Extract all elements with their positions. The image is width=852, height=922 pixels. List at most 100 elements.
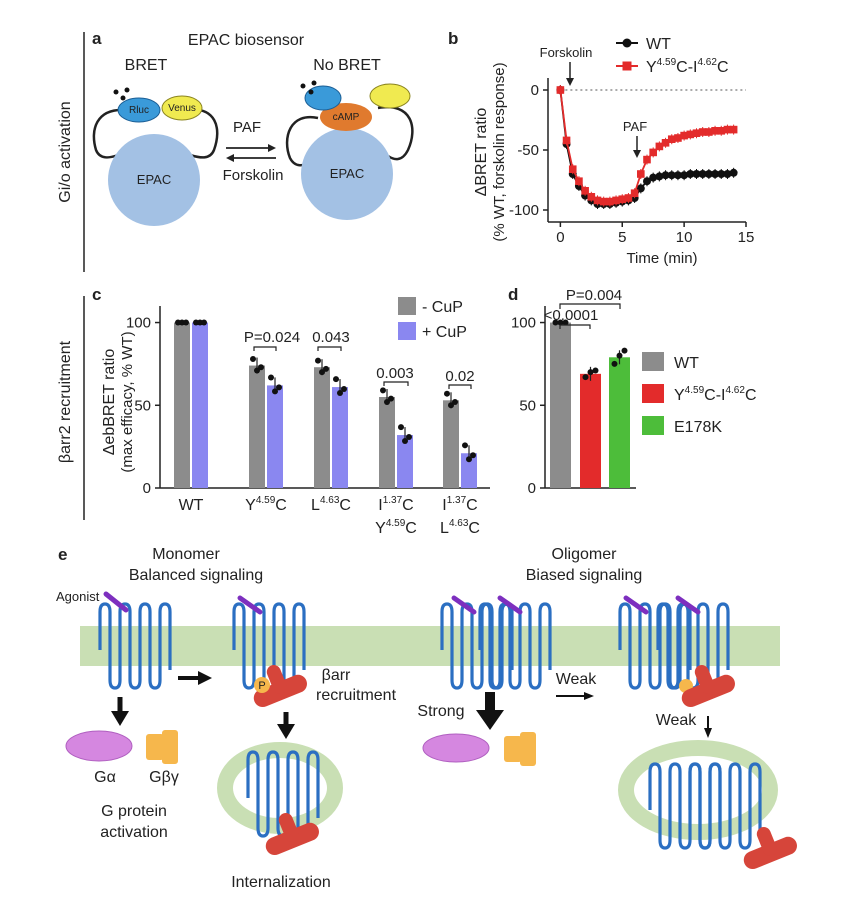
b-point-wt [723, 170, 732, 178]
c-dot [448, 402, 454, 409]
epac-domain-right [301, 128, 393, 220]
epac-biosensor-title: EPAC biosensor [188, 32, 305, 49]
bracket-i137c-y459c [383, 381, 409, 386]
bracket-e178k [559, 303, 621, 309]
epac-right-label: EPAC [330, 166, 364, 181]
legend-d-wt-swatch [642, 352, 664, 371]
legend-d-mut-swatch [642, 384, 664, 403]
legend-d-e178k-swatch [642, 416, 664, 435]
cat-i137c-1: I1.37C [378, 495, 413, 514]
legend-mut-marker [622, 61, 632, 71]
b-point-wt [692, 170, 701, 178]
substrate-dot-6 [311, 80, 317, 86]
cat-y459c: Y4.59C [245, 495, 287, 514]
oligomer-title: Oligomer [552, 546, 618, 563]
panel-c-letter: c [92, 285, 101, 304]
panel-c-plot [174, 319, 477, 488]
b-point-wt [655, 172, 664, 181]
b-point-mut [637, 170, 645, 178]
bracket-mut [559, 324, 591, 329]
paf-label: PAF [233, 119, 261, 136]
venus-domain [161, 95, 203, 121]
c-dot [323, 365, 329, 372]
forskolin-label: Forskolin [223, 167, 284, 184]
monomer-title: Monomer [152, 546, 220, 563]
d-bar-1 [580, 373, 601, 488]
b-point-wt [729, 168, 738, 177]
phospho-label: P [258, 680, 265, 692]
b-point-mut [723, 125, 732, 134]
legend-wt-label: WT [646, 36, 671, 53]
b-point-mut [606, 197, 614, 206]
b-point-wt [673, 171, 682, 180]
c-bar-plus [332, 387, 348, 488]
substrate-dot-2 [120, 95, 126, 101]
panel-b-plot [556, 85, 738, 209]
no-bret-label: No BRET [313, 57, 381, 74]
c-dot [201, 319, 207, 326]
weak-label-2: Weak [656, 712, 698, 729]
arrow-gprotein-1-head [111, 711, 129, 726]
agonist-5 [623, 595, 649, 615]
c-bar-minus [174, 322, 190, 488]
forskolin-arrow-head [566, 78, 574, 86]
b-point-mut [667, 135, 676, 143]
barr2-recruitment-label: βarr2 recruitment [57, 340, 74, 463]
c-bar-plus [461, 453, 477, 488]
b-point-wt [704, 170, 713, 178]
agonist-6 [675, 595, 701, 615]
c-bar-minus [314, 367, 330, 488]
b-point-mut [624, 194, 633, 202]
c-bar-minus [379, 397, 395, 488]
left-linker-right [185, 108, 219, 159]
b-point-wt [643, 177, 651, 186]
c-bar-plus [267, 385, 283, 488]
panel-b-letter: b [448, 29, 458, 48]
arrow-back-head [226, 154, 234, 162]
arrow-weak-2-head [704, 728, 712, 738]
substrate-dot-4 [300, 83, 306, 89]
pvalue-i137c-y459c: 0.003 [376, 365, 414, 382]
c-dot [470, 452, 476, 459]
c-dot [462, 442, 468, 449]
rluc-label: Rluc [129, 105, 149, 116]
b-point-mut [612, 196, 620, 205]
panel-c: c βarr2 recruitment ΔebBRET ratio (max e… [57, 285, 490, 537]
b-xtick-label: 15 [738, 229, 755, 246]
b-point-mut [686, 130, 695, 139]
b-point-mut [593, 196, 602, 205]
c-ytick-label: 100 [126, 315, 151, 332]
b-point-mut [618, 195, 627, 203]
d-dot [552, 319, 559, 326]
arrow-strong-head [476, 710, 504, 730]
b-point-mut [562, 136, 571, 145]
d-bar-2 [609, 357, 630, 488]
panel-c-ylabel-2: (max efficacy, % WT) [119, 331, 136, 472]
b-ytick-label: 0 [531, 82, 539, 99]
legend-cup-minus-label: - CuP [422, 299, 463, 316]
b-point-mut [649, 148, 657, 157]
g-beta-gamma-label: Gβγ [149, 769, 179, 786]
d-dot [582, 374, 589, 381]
g-protein-label: G protein [101, 803, 167, 820]
d-dot [557, 319, 564, 326]
balanced-signaling-title: Balanced signaling [129, 567, 263, 584]
c-dot [388, 395, 394, 402]
camp-molecule [320, 103, 372, 131]
c-dot [254, 367, 260, 374]
g-beta-gamma-2a [504, 736, 522, 762]
d-dot [621, 347, 628, 354]
arrow-forward-head [268, 144, 276, 152]
legend-cup-minus-swatch [398, 297, 416, 315]
agonist-2 [237, 595, 263, 615]
b-point-mut [705, 128, 713, 136]
d-dot [592, 367, 599, 374]
b-point-mut [680, 131, 688, 140]
g-beta-gamma-2b [520, 732, 536, 766]
panel-b-ylabel-2: (% WT, forskolin response) [491, 62, 508, 241]
arrow-mono-transition-head [198, 671, 212, 685]
cat-l463c: L4.63C [311, 495, 351, 514]
internalization-label: Internalization [231, 874, 331, 891]
legend-d-wt-label: WT [674, 355, 699, 372]
